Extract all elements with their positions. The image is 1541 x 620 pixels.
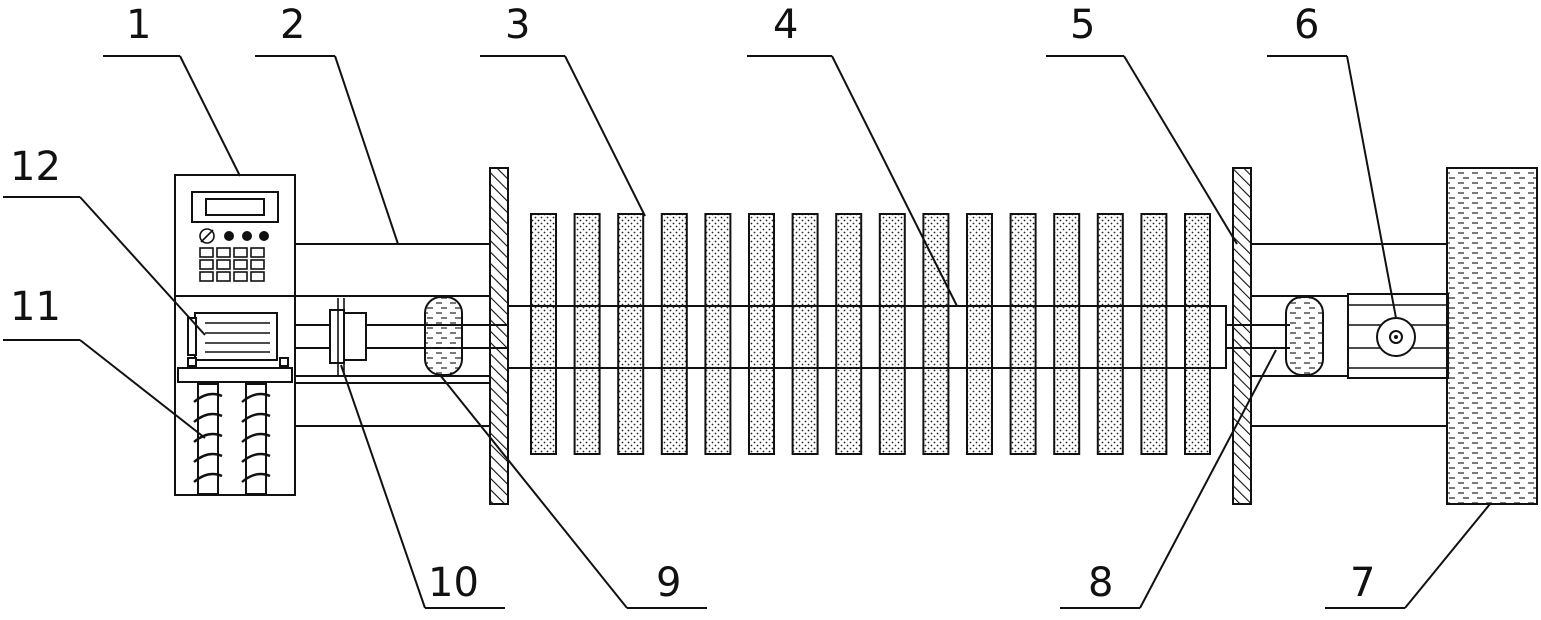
keypad (199, 228, 269, 282)
spring-coil (241, 412, 271, 423)
keypad-key (216, 247, 231, 258)
disc (835, 213, 863, 455)
wall-left (489, 167, 509, 505)
disc (573, 213, 601, 455)
bearing-left (424, 296, 463, 376)
spring-coil (241, 392, 271, 403)
disc (660, 213, 688, 455)
spring-coil (193, 432, 223, 443)
springs (193, 383, 271, 495)
disc (617, 213, 645, 455)
motor (177, 312, 293, 383)
spring-coil (241, 432, 271, 443)
disc (1140, 213, 1168, 455)
keypad-key (216, 271, 231, 282)
label-10: 10 (428, 560, 479, 606)
spring-coil (193, 412, 223, 423)
disc (1096, 213, 1124, 455)
frame-block (1446, 167, 1538, 505)
label-9: 9 (656, 560, 681, 606)
label-8: 8 (1088, 560, 1113, 606)
coupling (329, 298, 367, 376)
label-3: 3 (505, 2, 530, 48)
disc (530, 213, 557, 455)
keypad-key (250, 247, 265, 258)
wall-right (1232, 167, 1252, 505)
keypad-key (250, 271, 265, 282)
label-7: 7 (1350, 560, 1375, 606)
leader-lines (3, 55, 1491, 609)
keypad-key (250, 259, 265, 270)
label-2: 2 (280, 2, 305, 48)
spring-coil (241, 452, 271, 463)
bearing-right (1285, 296, 1324, 376)
keypad-key (199, 247, 214, 258)
disc (922, 213, 950, 455)
keypad-key (233, 247, 248, 258)
disc (1184, 213, 1211, 455)
label-5: 5 (1070, 2, 1095, 48)
disc (1053, 213, 1081, 455)
keypad-key (199, 271, 214, 282)
label-4: 4 (773, 2, 798, 48)
label-1: 1 (126, 2, 151, 48)
disc (966, 213, 993, 455)
keypad-key (199, 259, 214, 270)
gearbox (1347, 293, 1449, 379)
label-6: 6 (1294, 2, 1319, 48)
spring-coil (193, 392, 223, 403)
disc (791, 213, 819, 455)
keypad-key (233, 259, 248, 270)
part-labels: 1 2 3 4 5 6 7 8 9 10 11 12 (10, 2, 1375, 606)
disc (878, 213, 906, 455)
spring-coil (193, 452, 223, 463)
disc (1009, 213, 1037, 455)
label-12: 12 (10, 144, 61, 190)
spring-coil (193, 472, 223, 483)
disc (704, 213, 732, 455)
disc-group (530, 213, 1211, 455)
disc (748, 213, 775, 455)
label-11: 11 (10, 284, 61, 330)
keypad-key (233, 271, 248, 282)
spring-coil (241, 472, 271, 483)
keypad-key (216, 259, 231, 270)
frame-rails (294, 243, 1447, 427)
